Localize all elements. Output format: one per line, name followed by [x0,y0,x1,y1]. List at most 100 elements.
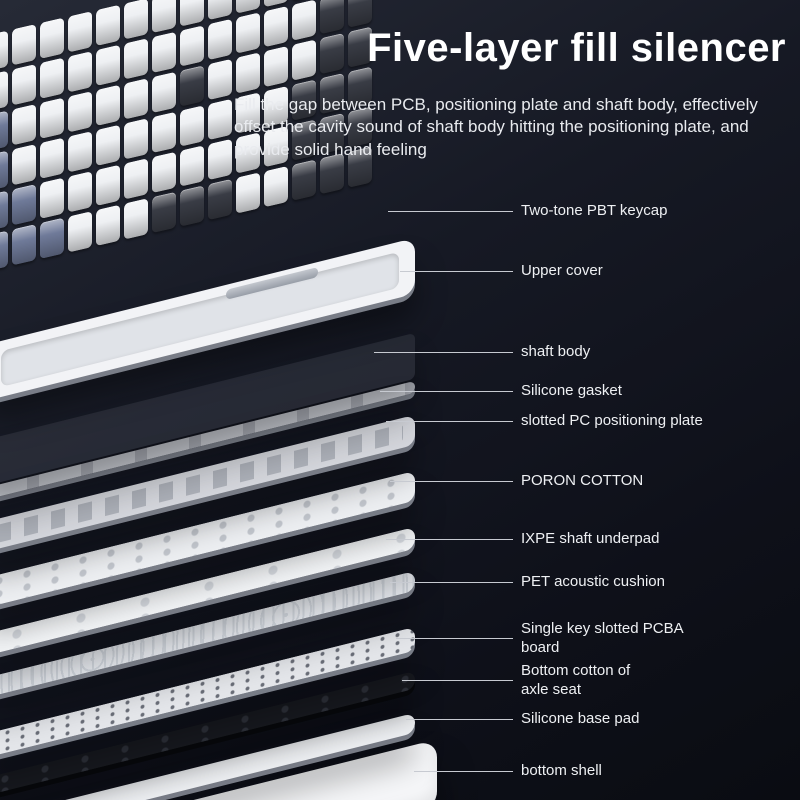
callout-label: shaft body [521,343,591,360]
keycap [68,171,92,213]
callout-base-pad: Silicone base pad [406,710,639,729]
callout-line [406,718,513,720]
keycap [124,0,148,40]
keycap [12,103,36,146]
keycap [180,0,204,27]
callout-label: Upper cover [521,262,603,279]
callout-pcba-board: Single key slotted PCBA board [396,620,711,658]
keycap [208,0,232,21]
keycap [0,230,8,272]
keycap [236,12,260,54]
keycap [320,0,344,35]
keycap [68,211,92,253]
keycap [152,151,176,194]
callout-line [386,538,513,540]
callout-label: slotted PC positioning plate [521,412,703,429]
keycap: N [0,190,8,232]
keycap [40,97,64,140]
callout-ixpe-underpad: IXPE shaft underpad [386,530,659,549]
callout-line [374,351,513,353]
keycap [68,11,92,53]
callout-positioning-plate: slotted PC positioning plate [386,412,703,431]
keycap [96,84,120,127]
keycap [320,32,344,75]
callout-label: Silicone base pad [521,710,640,727]
keycap [68,91,92,133]
callout-line [400,270,513,272]
callout-label: IXPE shaft underpad [521,530,660,547]
keycap [348,0,372,28]
keycap [292,39,316,81]
callout-line [388,210,513,212]
keycap [292,159,316,201]
keycap [40,177,64,220]
keycap [180,145,204,187]
keycap [152,31,176,74]
callout-label: Bottom cotton of axle seat [521,662,631,698]
callout-line [414,770,513,772]
callout-line [402,680,513,682]
callout-label: Two-tone PBT keycap [521,202,668,219]
keycap [12,223,36,266]
keycap [40,57,64,100]
keycap [40,137,64,180]
callout-shaft-body: shaft body [374,343,590,362]
callout-pet-cushion: PET acoustic cushion [390,573,665,592]
keycap [12,183,36,226]
page-description: Fill the gap between PCB, positioning pl… [234,95,758,159]
keycap [12,63,36,106]
keycap [180,65,204,107]
keycap [180,105,204,147]
keycap [124,78,148,120]
page-title: Five-layer fill silencer [367,26,786,70]
callout-line [390,480,513,482]
callout-poron-cotton: PORON COTTON [390,472,643,491]
keycap [96,164,120,207]
keycap [208,58,232,101]
keycap [264,45,288,88]
callout-line [386,420,513,422]
callout-label: Single key slotted PCBA board [521,620,683,656]
keycap [40,17,64,60]
callout-bottom-cotton: Bottom cotton of axle seat [402,662,653,700]
keycap [68,51,92,93]
keycap [152,111,176,154]
callout-keycap: Two-tone PBT keycap [388,202,667,221]
keycap [208,178,232,221]
callout-label: PET acoustic cushion [521,573,665,590]
callout-label: PORON COTTON [521,472,644,489]
keycap [96,124,120,167]
keycap [12,143,36,186]
callout-bottom-shell: bottom shell [414,762,602,781]
keycap [264,165,288,208]
keycap [96,204,120,247]
keycap [96,4,120,47]
keycap [208,98,232,141]
callout-line [390,581,513,583]
keycap [124,158,148,200]
keycap [0,30,8,72]
keycap: R [0,70,8,112]
keycap [96,44,120,87]
callout-label: bottom shell [521,762,602,779]
keycap [152,191,176,234]
keycap [68,131,92,173]
keycap [180,25,204,67]
callout-line [380,390,513,392]
keycap [236,0,260,14]
keycap [124,198,148,240]
keycap [152,71,176,114]
keycap [40,217,64,260]
keycap [124,38,148,80]
keycap: G [0,150,8,192]
callout-silicone-gasket: Silicone gasket [380,382,622,401]
keycap [180,185,204,227]
keycap [236,172,260,214]
keycap [152,0,176,34]
keycap [208,18,232,61]
keycap [264,5,288,48]
keycap [292,0,316,41]
keycap [12,23,36,66]
callout-label: Silicone gasket [521,382,622,399]
